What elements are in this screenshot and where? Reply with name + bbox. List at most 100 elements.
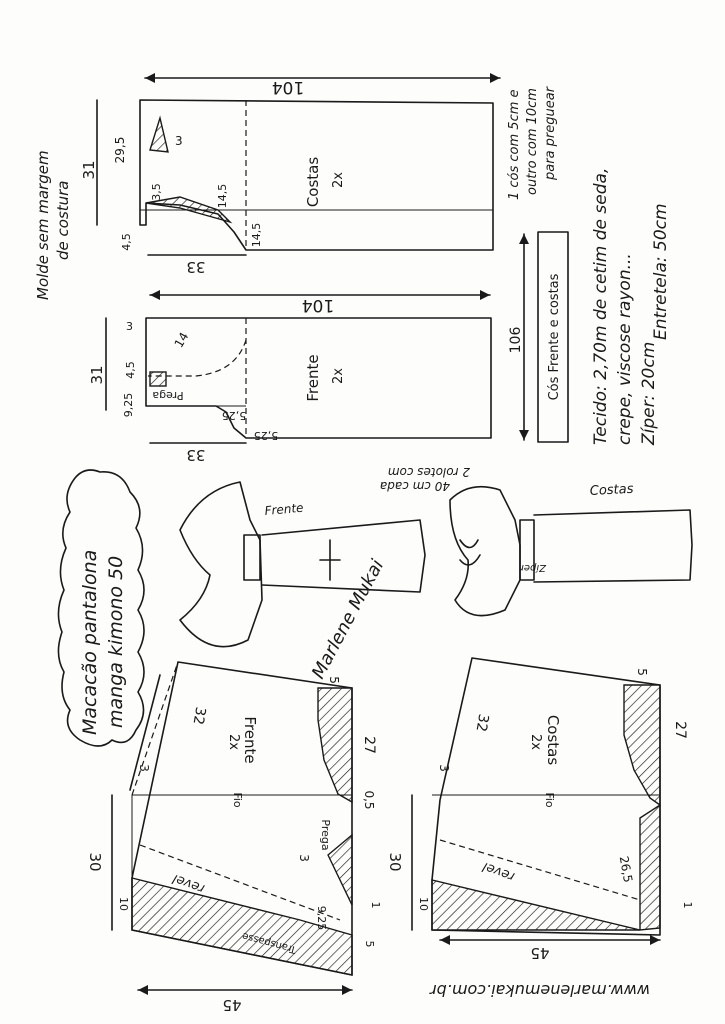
waistband-outline (537, 231, 569, 443)
bodice-front-dart (327, 833, 353, 906)
upper-back-piece: 104 31 29,5 3 3,5 14,5 14,5 4,5 33 Costa… (80, 73, 501, 276)
upper-back-m4: 14,5 (216, 184, 229, 209)
sketch-front-label: Frente (264, 501, 304, 518)
bodice-back-piece: 32 5 27 3 Fio revel 26,5 1 30 10 45 Cost… (386, 657, 694, 962)
bodice-back-m30: 30 (386, 852, 404, 871)
bodice-back-revel: revel (481, 859, 517, 884)
upper-front-height: 31 (88, 365, 106, 384)
upper-front-m3: 4,5 (124, 361, 137, 379)
bodice-front-piece: 32 5 27 3 0,5 Fio revel Prega 3 9,25 1 3… (86, 661, 382, 1014)
sketch-back-sleeves (449, 485, 521, 617)
fabric-line4: Entretela: 50cm (651, 203, 671, 340)
bodice-back-m32: 32 (473, 713, 492, 733)
upper-front-width: 104 (302, 295, 334, 315)
waistband-note1: 1 cós com 5cm e (507, 89, 522, 200)
bodice-front-fio: Fio (231, 792, 244, 808)
waistband-length: 106 (508, 327, 524, 354)
note-costura: de costura (54, 180, 72, 260)
bodice-back-fio: Fio (543, 792, 556, 808)
sketch-back-waist (519, 519, 535, 581)
fabric-line1: Tecido: 2,70m de cetim de seda, (591, 168, 611, 445)
upper-front-m6: 5,25 (254, 429, 279, 442)
upper-front-m5: 5,25 (222, 409, 247, 422)
bodice-back-m3: 3 (437, 764, 451, 772)
bodice-front-m1: 1 (369, 902, 382, 909)
upper-front-pleat (149, 371, 167, 387)
garment-sketch: Frente Costas 2 rolotes com 40 cm cada Z… (179, 465, 693, 682)
upper-front-piece: 104 31 3 14 4,5 9,25 5,25 5,25 33 Prega … (88, 290, 492, 464)
upper-back-pocket (145, 196, 233, 224)
bodice-front-m3: 3 (137, 764, 151, 772)
bodice-front-m925: 9,25 (315, 906, 328, 931)
upper-front-count: 2x (331, 368, 346, 384)
bodice-back-m265: 26,5 (617, 855, 635, 884)
notes-block: Molde sem margem de costura (34, 150, 72, 300)
bodice-back-neck-facing (623, 684, 661, 807)
waistband-note2: outro com 10cm (525, 88, 540, 195)
upper-front-pocket (148, 339, 247, 377)
bodice-front-overlap (131, 877, 353, 976)
sketch-zipper: Zíper (519, 562, 547, 574)
fabric-line3: Zíper: 20cm (639, 342, 659, 446)
upper-back-m6: 4,5 (120, 233, 133, 251)
waistband-note3: para preguear (543, 85, 558, 181)
sketch-front-legs (261, 519, 426, 593)
fabric-info: Tecido: 2,70m de cetim de seda, crepe, v… (591, 168, 671, 446)
bodice-front-p3: 3 (297, 854, 311, 862)
sketch-back-label: Costas (589, 482, 634, 499)
upper-back-label: Costas (304, 157, 322, 208)
bodice-back-m27: 27 (672, 721, 688, 739)
bodice-front-label: Frente (241, 716, 259, 763)
upper-back-m2: 3 (175, 134, 183, 148)
waistband-piece: 106 Cós Frente e costas 1 cós com 5cm e … (507, 85, 569, 443)
bodice-front-m27: 27 (361, 736, 377, 754)
bodice-back-m5: 5 (635, 668, 649, 676)
waistband-label: Cós Frente e costas (547, 273, 562, 400)
bodice-front-count: 2x (226, 734, 241, 750)
upper-back-m7: 33 (186, 258, 205, 276)
sketch-back-legs (533, 509, 693, 583)
upper-back-count: 2x (331, 172, 346, 188)
bodice-front-revel-line (139, 844, 341, 921)
upper-front-m1: 3 (126, 320, 133, 333)
bodice-front-neck-facing (317, 687, 353, 804)
bodice-front-m5: 5 (327, 676, 341, 684)
bodice-front-m5b: 5 (363, 941, 376, 948)
bodice-back-m1: 1 (681, 902, 694, 909)
bodice-front-m05: 0,5 (362, 790, 376, 809)
bodice-front-m32: 32 (190, 706, 209, 726)
upper-front-m7: 33 (186, 446, 205, 464)
title-cloud: Macacão pantalona manga kimono 50 (57, 469, 145, 747)
bodice-back-side (639, 803, 661, 931)
sketch-front-sleeves (179, 481, 263, 648)
note-molde: Molde sem margem (34, 150, 52, 300)
upper-back-m5: 14,5 (250, 223, 263, 248)
upper-front-label: Frente (304, 354, 322, 401)
sketch-rolotes1: 2 rolotes com (388, 465, 470, 479)
bodice-back-label: Costas (544, 715, 562, 766)
bodice-back-overlap (431, 879, 641, 931)
bodice-back-m10: 10 (417, 897, 430, 911)
fabric-line2: crepe, viscose rayon... (615, 253, 635, 445)
bodice-front-prega: Prega (319, 819, 332, 850)
signature: Marlene Mukai (308, 556, 388, 682)
title-line1: Macacão pantalona (79, 550, 101, 735)
upper-back-dart (149, 115, 169, 153)
bodice-back-revel-line (439, 839, 641, 901)
bodice-front-m10: 10 (117, 897, 130, 911)
bodice-back-m45: 45 (530, 944, 549, 962)
bodice-front-m30: 30 (86, 852, 104, 871)
upper-back-height: 31 (80, 160, 98, 179)
sketch-rolotes2: 40 cm cada (380, 479, 450, 493)
bodice-front-m45: 45 (222, 996, 241, 1014)
upper-front-m2: 14 (172, 330, 192, 350)
bodice-front-32-arrow (129, 674, 161, 791)
website-url: www.marlenemukai.com.br (429, 981, 650, 1000)
title-line2: manga kimono 50 (105, 556, 127, 728)
upper-back-width: 104 (272, 77, 304, 97)
upper-back-m1: 29,5 (113, 137, 127, 164)
upper-front-m4: 9,25 (122, 393, 135, 418)
upper-front-prega: Prega (152, 389, 183, 402)
bodice-back-count: 2x (528, 734, 543, 750)
